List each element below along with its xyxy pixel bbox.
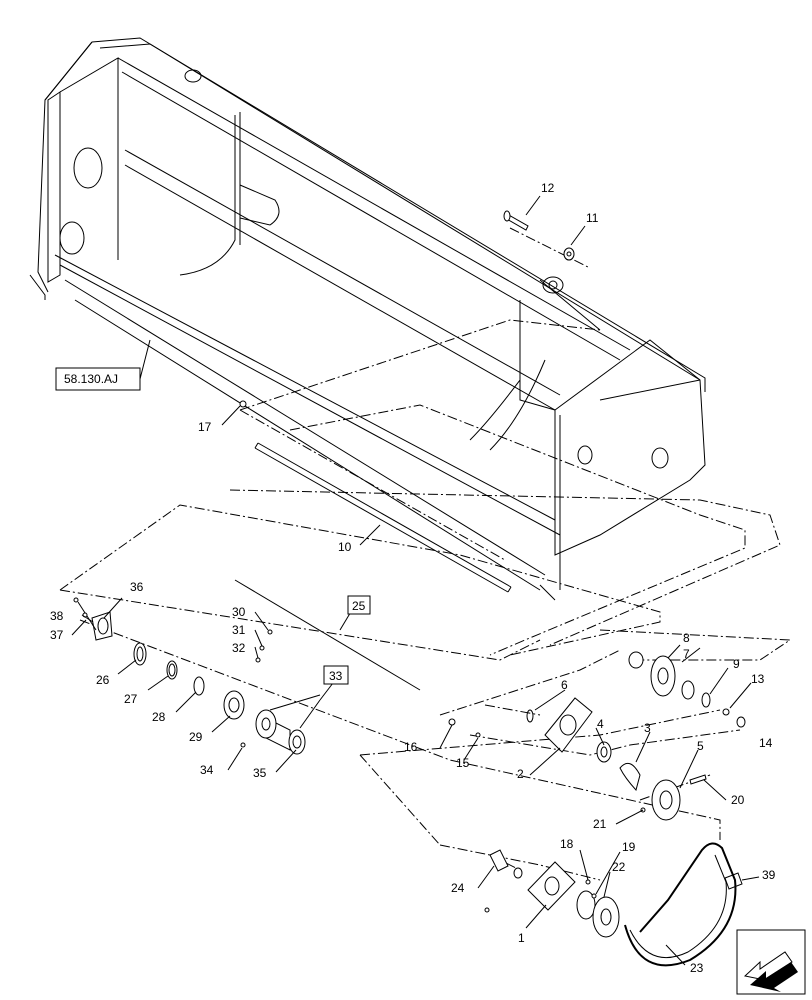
callout-8: 8 (683, 631, 690, 645)
callout-16: 16 (404, 740, 418, 754)
ref-link-text: 58.130.AJ (64, 372, 118, 386)
callout-19: 19 (622, 840, 636, 854)
callout-12: 12 (541, 181, 555, 195)
fitting-17 (239, 400, 247, 408)
callout-17: 17 (198, 420, 212, 434)
callout-2: 2 (517, 767, 524, 781)
bolt-12 (503, 210, 529, 231)
callout-34: 34 (200, 763, 214, 777)
right-drive-group (448, 651, 746, 821)
callout-24: 24 (451, 881, 465, 895)
callout-32: 32 (232, 641, 246, 655)
callout-4: 4 (597, 717, 604, 731)
callout-numbers: 1 2 3 4 5 6 7 8 9 10 11 12 13 14 15 16 1… (50, 181, 776, 975)
callout-5: 5 (697, 739, 704, 753)
callout-36: 36 (130, 580, 144, 594)
callout-38: 38 (50, 609, 64, 623)
callout-27: 27 (124, 692, 138, 706)
group-33-label: 33 (329, 669, 343, 683)
chain-23 (624, 842, 737, 967)
callout-leaders (71, 195, 760, 966)
shaft-10 (254, 442, 512, 593)
callout-37: 37 (50, 628, 64, 642)
callout-20: 20 (731, 793, 745, 807)
leader-lines (59, 227, 792, 881)
callout-26: 26 (96, 673, 110, 687)
group-25: 25 (234, 579, 421, 691)
callout-28: 28 (152, 710, 166, 724)
callout-13: 13 (751, 672, 765, 686)
callout-7: 7 (683, 647, 690, 661)
callout-14: 14 (759, 736, 773, 750)
group-33: 33 (269, 665, 349, 729)
callout-31: 31 (232, 623, 246, 637)
callout-18: 18 (560, 837, 574, 851)
nut-11 (563, 247, 575, 261)
callout-30: 30 (232, 605, 246, 619)
frame-housing (29, 37, 706, 601)
group-25-label: 25 (352, 599, 366, 613)
callout-11: 11 (586, 211, 599, 225)
callout-22: 22 (612, 860, 626, 874)
callout-3: 3 (644, 721, 651, 735)
callout-39: 39 (762, 868, 776, 882)
callout-23: 23 (690, 961, 704, 975)
callout-15: 15 (456, 756, 470, 770)
forward-arrow-icon[interactable] (736, 929, 806, 995)
callout-10: 10 (338, 540, 352, 554)
callout-1: 1 (518, 931, 525, 945)
callout-6: 6 (561, 678, 568, 692)
callout-29: 29 (189, 730, 203, 744)
ref-link-58-130-aj[interactable]: 58.130.AJ (55, 339, 151, 391)
callout-21: 21 (593, 817, 607, 831)
left-bearing-group (73, 597, 306, 755)
lower-drive-group (484, 849, 743, 938)
callout-9: 9 (733, 657, 740, 671)
callout-35: 35 (253, 766, 267, 780)
